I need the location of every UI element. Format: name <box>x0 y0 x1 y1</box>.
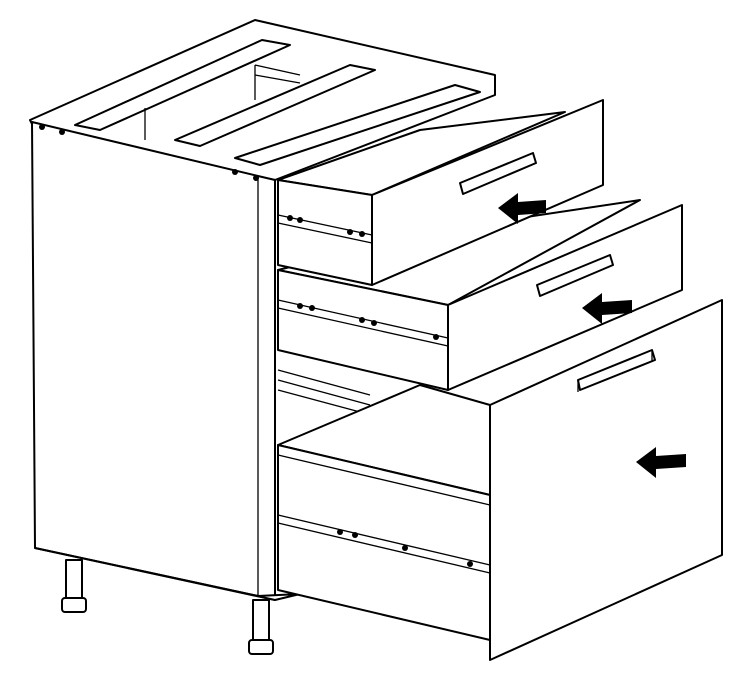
drawer-handle-icon[interactable] <box>577 349 656 391</box>
middle-drawer[interactable] <box>277 199 683 391</box>
drawer-runner <box>277 214 373 244</box>
back-runner <box>254 64 301 84</box>
bottom-drawer[interactable] <box>277 299 723 661</box>
push-arrow-icon <box>636 447 686 478</box>
interior-runners <box>277 369 371 413</box>
cabinet-top-frame <box>29 19 496 181</box>
top-drawer[interactable] <box>277 99 604 286</box>
drawer-runner <box>277 514 491 574</box>
top-drawer-front[interactable] <box>371 99 604 286</box>
cabinet-side-panel <box>31 121 301 601</box>
push-arrow-icon <box>498 193 546 224</box>
middle-drawer-front[interactable] <box>447 204 683 391</box>
cabinet-legs <box>61 559 274 655</box>
drawer-handle-icon[interactable] <box>536 254 614 297</box>
bottom-drawer-front[interactable] <box>489 299 723 661</box>
drawer-handle-icon[interactable] <box>459 152 537 195</box>
push-arrow-icon <box>582 293 632 324</box>
drawer-runner <box>277 299 449 347</box>
